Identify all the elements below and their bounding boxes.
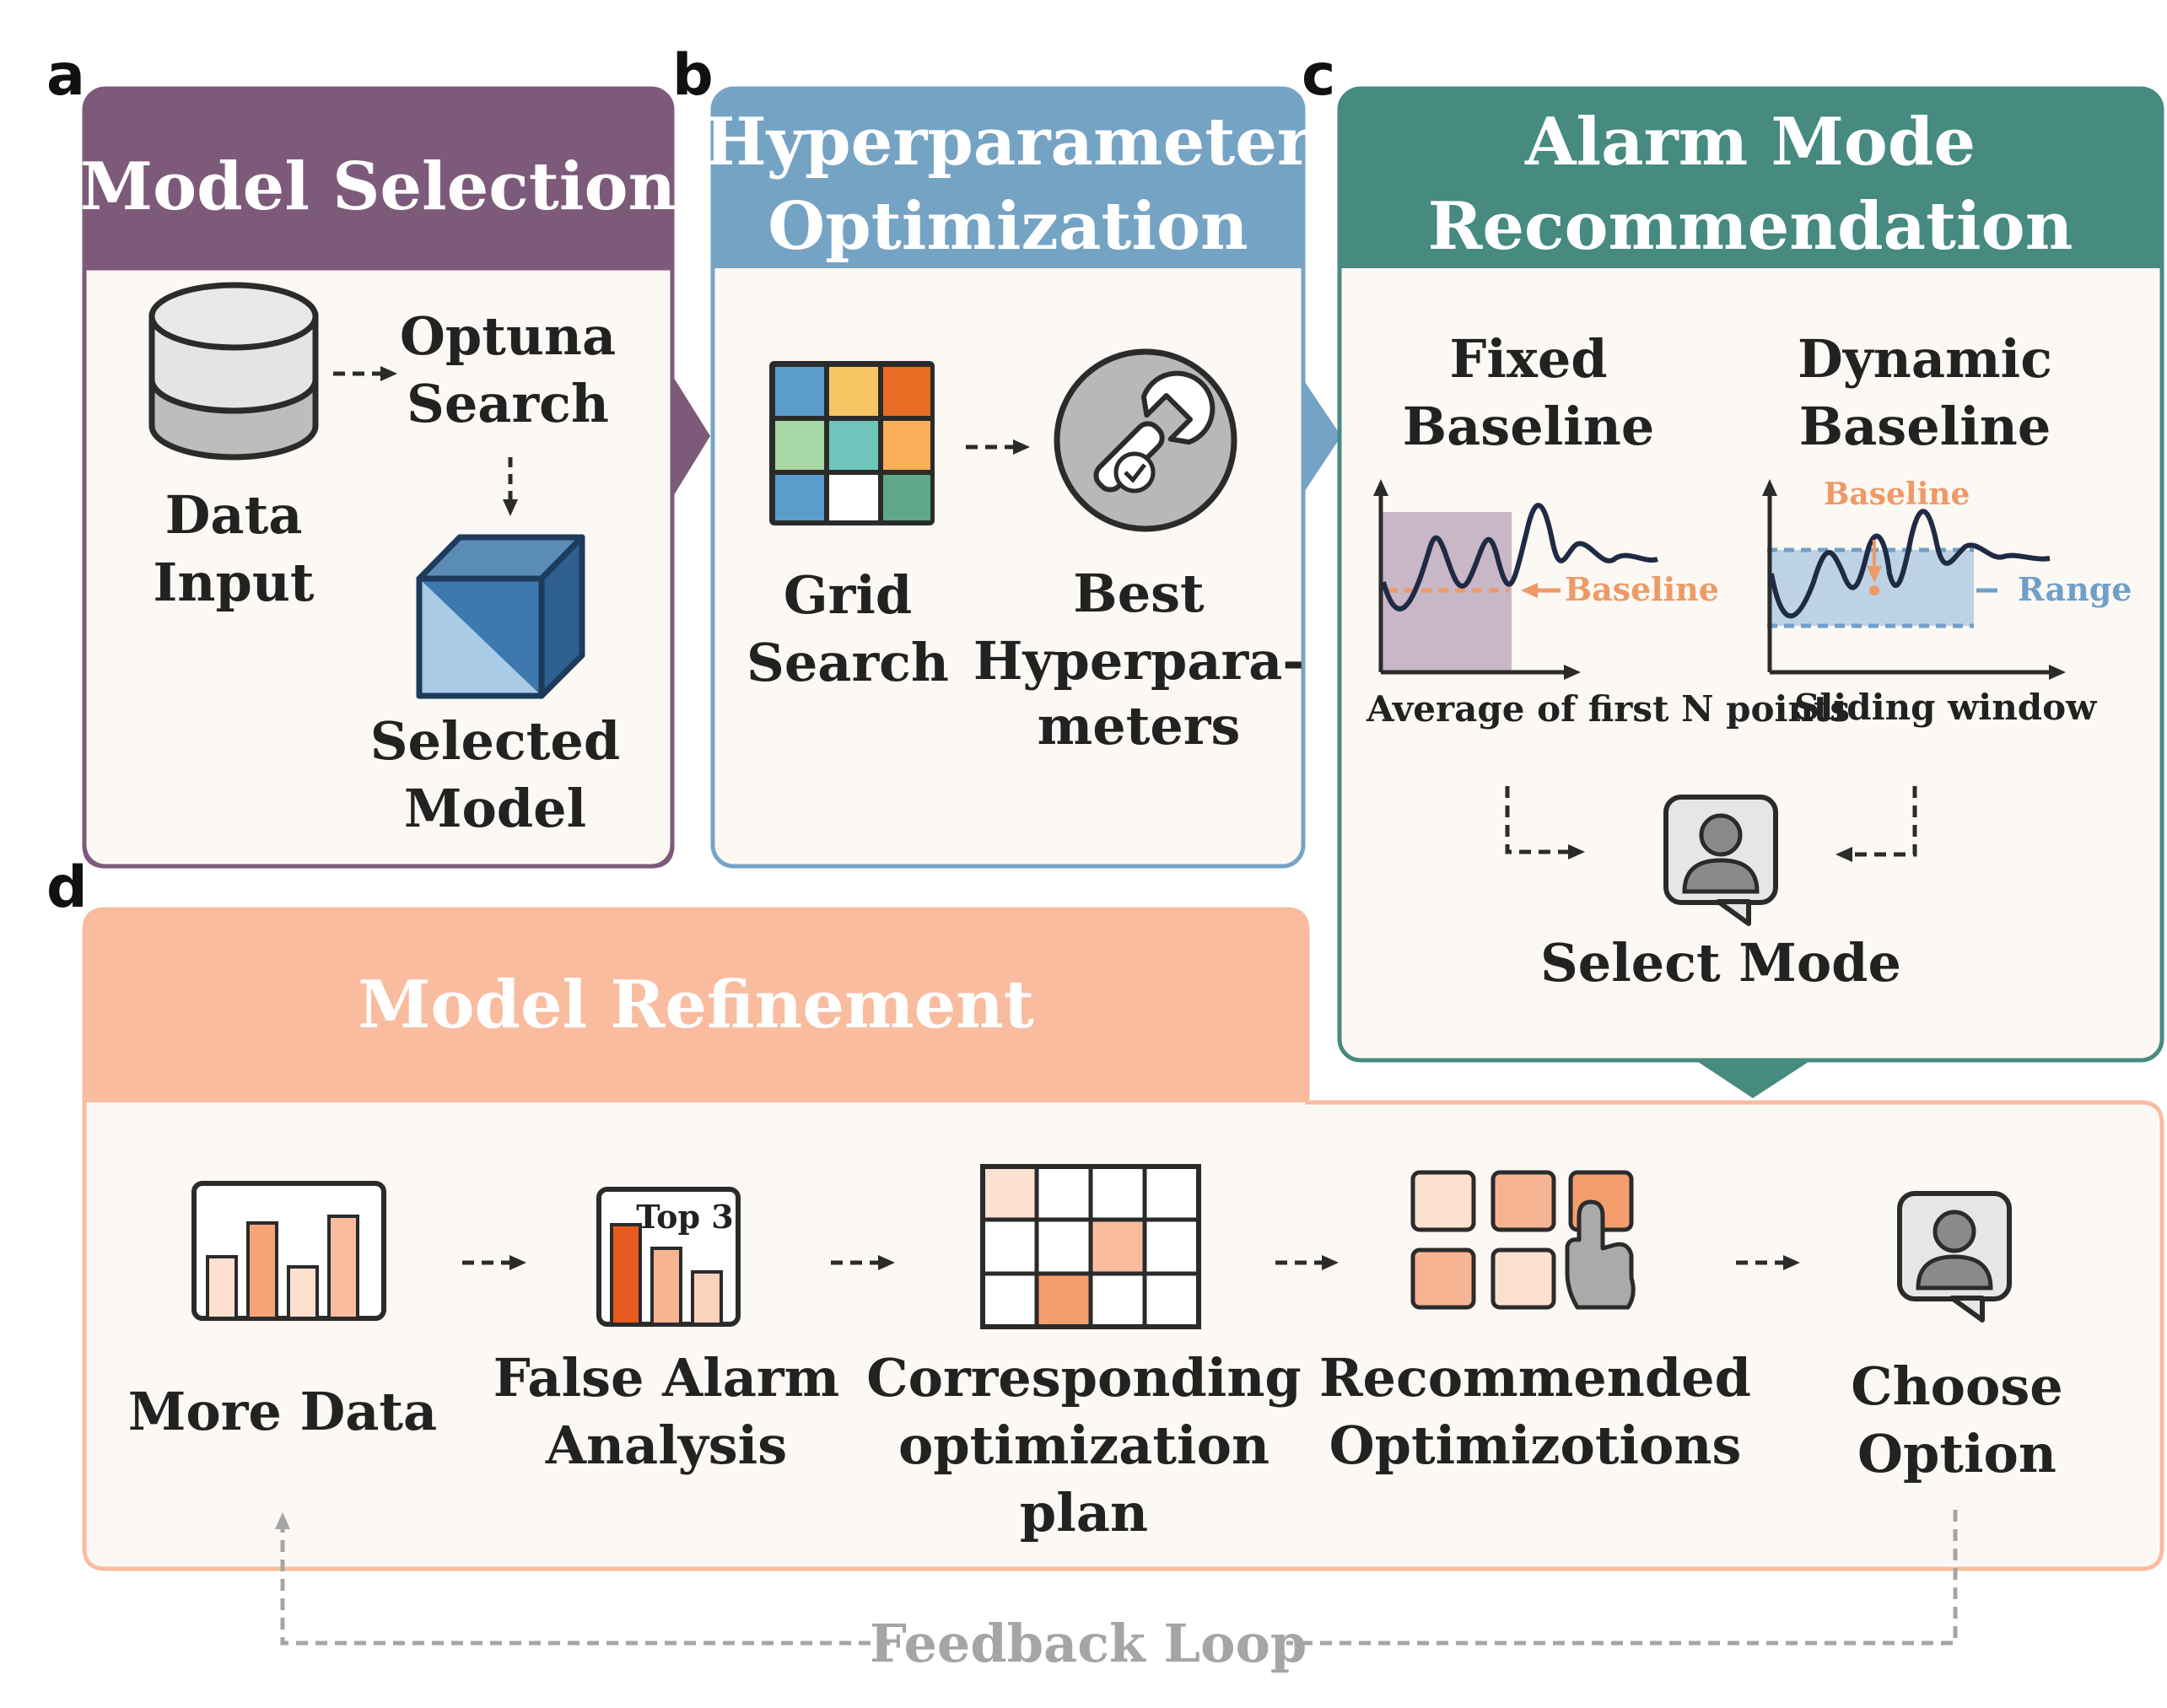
select-mode-label: Select Mode <box>1540 932 1901 994</box>
choose-line2: Option <box>1857 1423 2056 1484</box>
cube-icon <box>416 534 585 699</box>
recommended-options-icon <box>1410 1170 1636 1310</box>
panel-letter-c: c <box>1302 42 1335 109</box>
user-icon <box>1663 795 1778 926</box>
panel-c-title-line1: Alarm Mode <box>1524 104 1976 180</box>
panel-letter-b: b <box>672 42 714 109</box>
plan-grid-icon <box>980 1164 1201 1329</box>
dynamic-caption: Sliding window <box>1794 687 2097 728</box>
selected-model-line1: Selected <box>370 710 620 772</box>
data-input-line2: Input <box>153 552 315 613</box>
plan-line2: optimization <box>898 1414 1269 1476</box>
choose-line1: Choose <box>1851 1355 2062 1417</box>
plan-line3: plan <box>1020 1482 1148 1544</box>
arrow-fixed-to-select <box>1505 786 1585 859</box>
panel-c-header <box>1340 89 2162 268</box>
panel-c-title-line2: Recommendation <box>1428 188 2073 265</box>
panel-b-header <box>713 89 1303 268</box>
range-label: Range <box>2018 570 2132 608</box>
optuna-line2: Search <box>407 373 609 434</box>
fixed-baseline-plot: Baseline Average of first N points <box>1366 479 1850 730</box>
database-icon <box>148 282 319 461</box>
panel-c-body <box>1340 268 2162 1060</box>
panel-b-title-line1: Hyperparameter <box>704 104 1313 180</box>
arrow-dynamic-to-select <box>1835 786 1917 862</box>
panel-letter-a: a <box>46 42 85 109</box>
feedback-loop: Feedback Loop <box>275 1510 1958 1674</box>
fixed-line2: Baseline <box>1403 396 1655 457</box>
fixed-line1: Fixed <box>1449 328 1607 390</box>
false-alarm-line1: False Alarm <box>493 1347 839 1409</box>
fixed-caption: Average of first N points <box>1366 688 1850 730</box>
dynamic-line2: Baseline <box>1799 396 2051 457</box>
plan-line1: Corresponding <box>866 1347 1302 1409</box>
recommended-line2: Optimizotions <box>1329 1414 1742 1476</box>
panel-a-title: Model Selection <box>80 148 676 225</box>
arrow-a-to-b <box>672 375 710 498</box>
bar-chart-icon <box>191 1181 386 1321</box>
panel-letter-d: d <box>46 854 88 921</box>
top3-label: Top 3 <box>636 1198 734 1236</box>
grid-search-icon <box>769 361 935 525</box>
arrow-b-to-c <box>1303 380 1341 493</box>
top3-chart-icon: Top 3 <box>596 1187 741 1327</box>
user-choose-icon <box>1897 1191 2012 1323</box>
fixed-baseline-label: Baseline <box>1565 570 1719 608</box>
hand-pointer-icon <box>1565 1199 1636 1310</box>
best-line3: meters <box>1038 695 1241 757</box>
panel-d-title: Model Refinement <box>358 967 1034 1043</box>
panel-a: a Model Selection Data Input Optuna Sear… <box>46 42 676 869</box>
best-line1: Best <box>1073 563 1205 624</box>
feedback-loop-label: Feedback Loop <box>870 1613 1307 1674</box>
wrench-icon <box>1054 348 1237 532</box>
panel-b-title-line2: Optimization <box>768 188 1248 265</box>
panel-a-header <box>84 89 672 268</box>
panel-d: d Model Refinement More Data Top 3 False… <box>46 854 2164 1571</box>
recommended-line1: Recommended <box>1319 1347 1751 1409</box>
selected-model-line2: Model <box>404 778 586 839</box>
optuna-line1: Optuna <box>400 305 616 367</box>
panel-b: b Hyperparameter Optimization Grid Searc… <box>672 42 1313 869</box>
grid-search-line2: Search <box>747 632 949 693</box>
best-line2: Hyperpara- <box>973 630 1304 692</box>
panel-c: c Alarm Mode Recommendation Fixed Baseli… <box>1302 42 2164 1063</box>
more-data-label: More Data <box>128 1381 437 1442</box>
arrow-c-to-d <box>1695 1060 1811 1098</box>
grid-search-line1: Grid <box>784 564 913 626</box>
dynamic-line1: Dynamic <box>1798 328 2052 390</box>
false-alarm-line2: Analysis <box>545 1414 787 1476</box>
panel-d-header <box>84 909 1307 1102</box>
data-input-line1: Data <box>165 484 303 546</box>
dynamic-baseline-label: Baseline <box>1824 477 1970 512</box>
dynamic-baseline-plot: Baseline Range Sliding window <box>1762 477 2132 728</box>
